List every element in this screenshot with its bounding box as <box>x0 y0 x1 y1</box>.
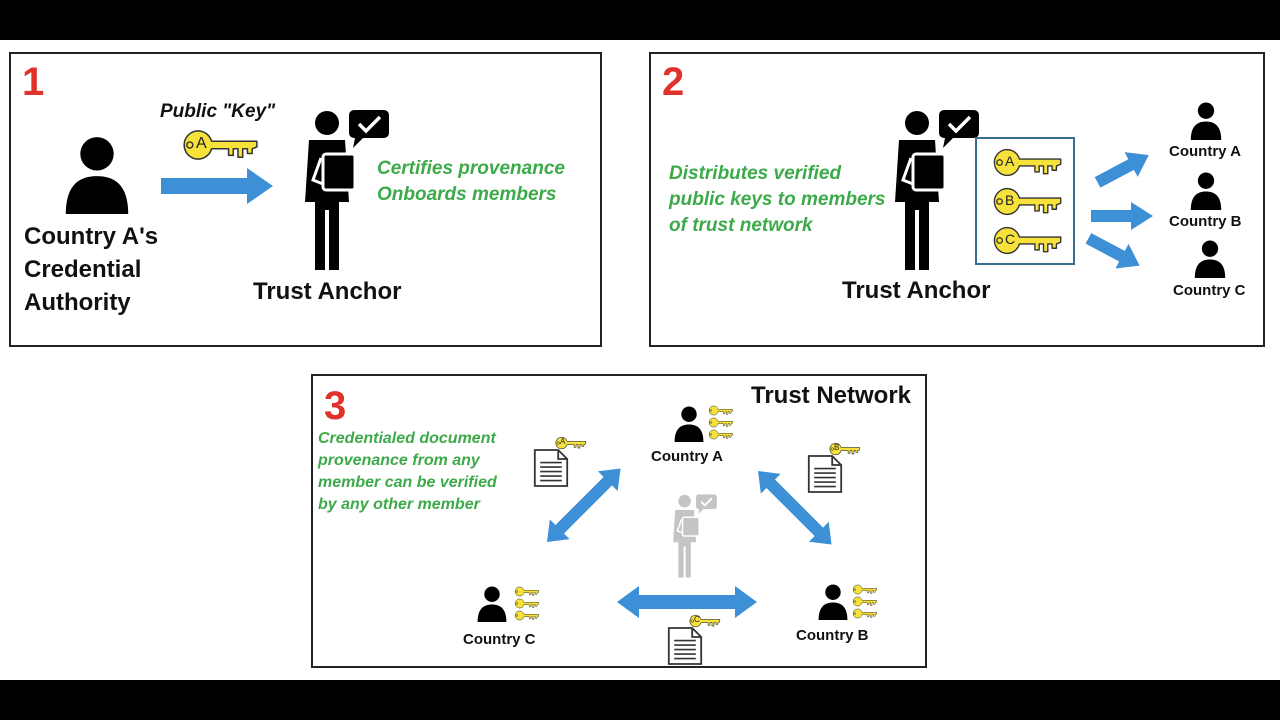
key-icon: A <box>183 128 259 162</box>
person-icon <box>1193 240 1227 278</box>
member-label: Country B <box>796 627 869 644</box>
key-letter: A <box>560 437 566 446</box>
key-letter: B <box>1005 192 1015 208</box>
person-icon <box>1189 102 1223 140</box>
panel-number: 1 <box>22 60 45 104</box>
panel-trust-network: 3 Trust Network Credentialed document pr… <box>311 374 927 668</box>
key-letter: B <box>834 443 840 452</box>
trust-anchor-label: Trust Anchor <box>253 278 402 305</box>
distribution-description: Distributes verified public keys to memb… <box>669 161 885 239</box>
member-label: Country C <box>1173 282 1246 299</box>
member-label: Country A <box>1169 143 1241 160</box>
panel-distribution: 2 Distributes verified public keys to me… <box>649 52 1265 347</box>
panel-number: 2 <box>662 60 685 104</box>
member-label: Country B <box>1169 213 1242 230</box>
document-icon: C <box>667 614 723 668</box>
description-line: public keys to members <box>669 189 886 210</box>
arrow-right-icon <box>161 168 273 204</box>
description-line: Credentialed document <box>318 430 496 447</box>
document-icon: A <box>533 436 589 490</box>
document-icon: B <box>807 442 863 496</box>
member-label: Country C <box>463 631 536 648</box>
sender-line: Country A's <box>24 223 159 250</box>
key-bundle: A B C <box>975 137 1075 265</box>
panel-number: 3 <box>324 384 347 428</box>
trust-anchor-label: Trust Anchor <box>842 277 991 304</box>
key-letter: A <box>1005 153 1015 169</box>
exchange-arrows <box>547 468 832 618</box>
trust-anchor-icon <box>887 110 987 270</box>
description-line: by any other member <box>318 496 480 513</box>
key-letter: C <box>1005 231 1016 247</box>
description-line: provenance from any <box>318 452 480 469</box>
action-line: Certifies provenance <box>377 158 565 179</box>
person-icon <box>1189 172 1223 210</box>
action-line: Onboards members <box>377 184 557 205</box>
key-letter: A <box>196 135 207 152</box>
sender-line: Authority <box>24 289 131 316</box>
sender-line: Credential <box>24 256 142 283</box>
member-label: Country A <box>651 448 723 465</box>
description-line: member can be verified <box>318 474 497 491</box>
description-line: of trust network <box>669 215 813 236</box>
key-icon: A <box>993 147 1063 178</box>
key-letter: C <box>694 615 700 624</box>
distribution-arrows <box>1085 152 1153 269</box>
public-key-label: Public "Key" <box>160 101 276 122</box>
description-line: Distributes verified <box>669 163 842 184</box>
key-icon: B <box>993 186 1063 217</box>
key-icon: C <box>993 225 1063 256</box>
anchor-actions: Certifies provenance Onboards members <box>377 156 565 208</box>
diagram-canvas: 1 Country A's Credential Authority Publi… <box>0 40 1280 680</box>
credential-authority-label: Country A's Credential Authority <box>24 220 158 319</box>
person-icon <box>63 136 131 214</box>
panel-onboarding: 1 Country A's Credential Authority Publi… <box>9 52 602 347</box>
network-title: Trust Network <box>751 382 912 409</box>
network-description: Credentialed document provenance from an… <box>318 428 497 516</box>
